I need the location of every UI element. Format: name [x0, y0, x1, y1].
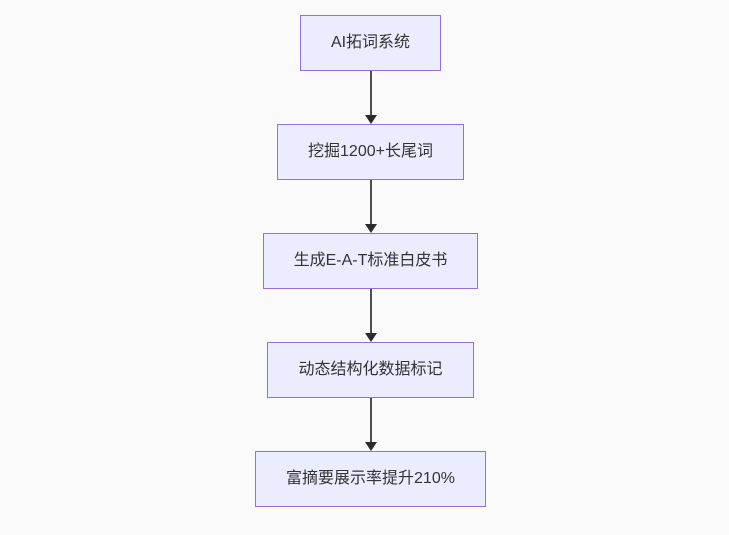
- flow-node-eat-whitepaper: 生成E-A-T标准白皮书: [262, 233, 479, 289]
- flow-node-label: AI拓词系统: [330, 34, 411, 51]
- arrow-line: [369, 398, 372, 442]
- arrow-down-icon: [364, 115, 377, 124]
- flow-node-rich-snippet-uplift: 富摘要展示率提升210%: [255, 451, 486, 507]
- flow-node-label: 挖掘1200+长尾词: [308, 143, 433, 160]
- arrow-down-icon: [364, 442, 377, 451]
- arrow-down-icon: [364, 224, 377, 233]
- arrow-line: [369, 180, 372, 224]
- flow-edge-4: [364, 398, 377, 451]
- flow-edge-3: [364, 289, 377, 342]
- flow-node-label: 动态结构化数据标记: [298, 361, 443, 378]
- flow-edge-1: [364, 71, 377, 124]
- flowchart-column: AI拓词系统 挖掘1200+长尾词 生成E-A-T标准白皮书 动态结构化数据标记: [6, 15, 729, 507]
- arrow-down-icon: [364, 333, 377, 342]
- arrow-line: [369, 71, 372, 115]
- flow-node-structured-data-markup: 动态结构化数据标记: [267, 342, 474, 398]
- arrow-line: [369, 289, 372, 333]
- flow-node-ai-word-expansion: AI拓词系统: [299, 15, 442, 71]
- flow-node-label: 生成E-A-T标准白皮书: [293, 252, 448, 269]
- flow-node-label: 富摘要展示率提升210%: [286, 470, 455, 487]
- flow-edge-2: [364, 180, 377, 233]
- flow-node-longtail-mining: 挖掘1200+长尾词: [277, 124, 464, 180]
